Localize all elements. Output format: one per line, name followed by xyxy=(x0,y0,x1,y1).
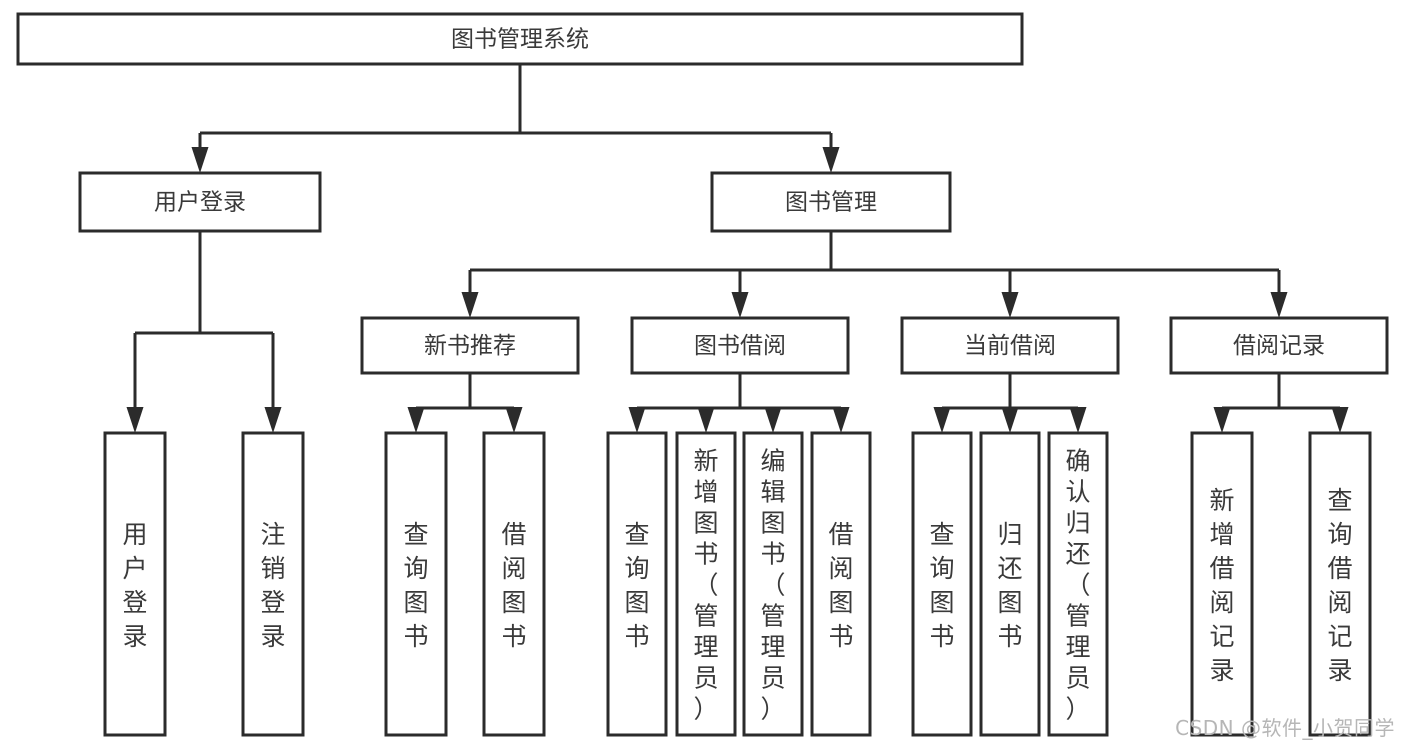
node-user-login[interactable]: 用户登录 xyxy=(78,171,322,233)
connector-book-borrow-to-leaf-borrow-add-book xyxy=(697,373,742,433)
node-current-borrow[interactable]: 当前借阅 xyxy=(900,316,1120,375)
connector-new-book-rec-to-leaf-rec-borrow-book xyxy=(468,373,523,433)
node-label: 新书推荐 xyxy=(424,333,516,359)
node-label: 查询图书 xyxy=(403,520,428,651)
node-leaf-user-login[interactable]: 用户登录 xyxy=(103,431,167,737)
node-leaf-user-logout[interactable]: 注销登录 xyxy=(241,431,305,737)
connector-current-borrow-to-leaf-cur-query-book xyxy=(933,373,1012,433)
node-label: 新增图书（管理员） xyxy=(693,446,718,723)
node-layer: 图书管理系统用户登录图书管理新书推荐图书借阅当前借阅借阅记录用户登录注销登录查询… xyxy=(16,12,1389,737)
connector-layer xyxy=(126,64,1349,433)
connector-book-borrow-to-leaf-borrow-query-book xyxy=(628,373,742,433)
node-leaf-cur-query-book[interactable]: 查询图书 xyxy=(911,431,973,737)
node-label: 归还图书 xyxy=(997,520,1022,651)
connector-root-to-user-login xyxy=(191,64,522,173)
node-label: 新增借阅记录 xyxy=(1209,486,1234,685)
connector-book-manage-to-new-book-rec xyxy=(461,231,833,318)
node-leaf-rec-add-record[interactable]: 新增借阅记录 xyxy=(1190,431,1254,737)
connector-book-manage-to-book-borrow xyxy=(731,231,833,318)
node-leaf-cur-confirm-return[interactable]: 确认归还（管理员） xyxy=(1047,431,1109,737)
node-leaf-borrow-edit-book[interactable]: 编辑图书（管理员） xyxy=(742,431,804,737)
connector-borrow-record-to-leaf-rec-query-record xyxy=(1277,373,1349,433)
node-label: 借阅图书 xyxy=(501,520,526,651)
connector-borrow-record-to-leaf-rec-add-record xyxy=(1213,373,1281,433)
node-leaf-rec-query-record[interactable]: 查询借阅记录 xyxy=(1308,431,1372,737)
node-label: 用户登录 xyxy=(154,190,246,216)
node-label: 图书管理系统 xyxy=(451,27,589,53)
connector-current-borrow-to-leaf-cur-confirm-return xyxy=(1008,373,1087,433)
connector-book-borrow-to-leaf-borrow-edit-book xyxy=(738,373,782,433)
node-label: 借阅记录 xyxy=(1233,333,1325,359)
node-label: 当前借阅 xyxy=(964,333,1056,359)
connector-book-manage-to-borrow-record xyxy=(829,231,1288,318)
connector-book-borrow-to-leaf-borrow-borrow-book xyxy=(738,373,850,433)
node-label: 注销登录 xyxy=(260,520,285,651)
node-leaf-rec-borrow-book[interactable]: 借阅图书 xyxy=(482,431,546,737)
connector-new-book-rec-to-leaf-rec-query-book xyxy=(407,373,472,433)
node-new-book-rec[interactable]: 新书推荐 xyxy=(360,316,580,375)
node-label: 确认归还（管理员） xyxy=(1065,446,1090,723)
node-label: 编辑图书（管理员） xyxy=(760,446,785,723)
node-leaf-cur-return-book[interactable]: 归还图书 xyxy=(979,431,1041,737)
node-root[interactable]: 图书管理系统 xyxy=(16,12,1024,66)
node-book-borrow[interactable]: 图书借阅 xyxy=(630,316,850,375)
node-label: 查询借阅记录 xyxy=(1327,486,1352,685)
connector-user-login-to-leaf-user-logout xyxy=(198,231,282,433)
node-leaf-borrow-query-book[interactable]: 查询图书 xyxy=(606,431,668,737)
connector-book-manage-to-current-borrow xyxy=(829,231,1019,318)
node-label: 用户登录 xyxy=(122,520,147,651)
node-label: 图书管理 xyxy=(785,190,877,216)
node-label: 图书借阅 xyxy=(694,333,786,359)
node-book-manage[interactable]: 图书管理 xyxy=(710,171,952,233)
connector-user-login-to-leaf-user-login xyxy=(126,231,202,433)
node-leaf-borrow-add-book[interactable]: 新增图书（管理员） xyxy=(675,431,737,737)
node-label: 借阅图书 xyxy=(828,520,853,651)
node-leaf-rec-query-book[interactable]: 查询图书 xyxy=(384,431,448,737)
node-label: 查询图书 xyxy=(929,520,954,651)
connector-root-to-book-manage xyxy=(518,64,840,173)
node-label: 查询图书 xyxy=(624,520,649,651)
node-borrow-record[interactable]: 借阅记录 xyxy=(1169,316,1389,375)
node-leaf-borrow-borrow-book[interactable]: 借阅图书 xyxy=(810,431,872,737)
